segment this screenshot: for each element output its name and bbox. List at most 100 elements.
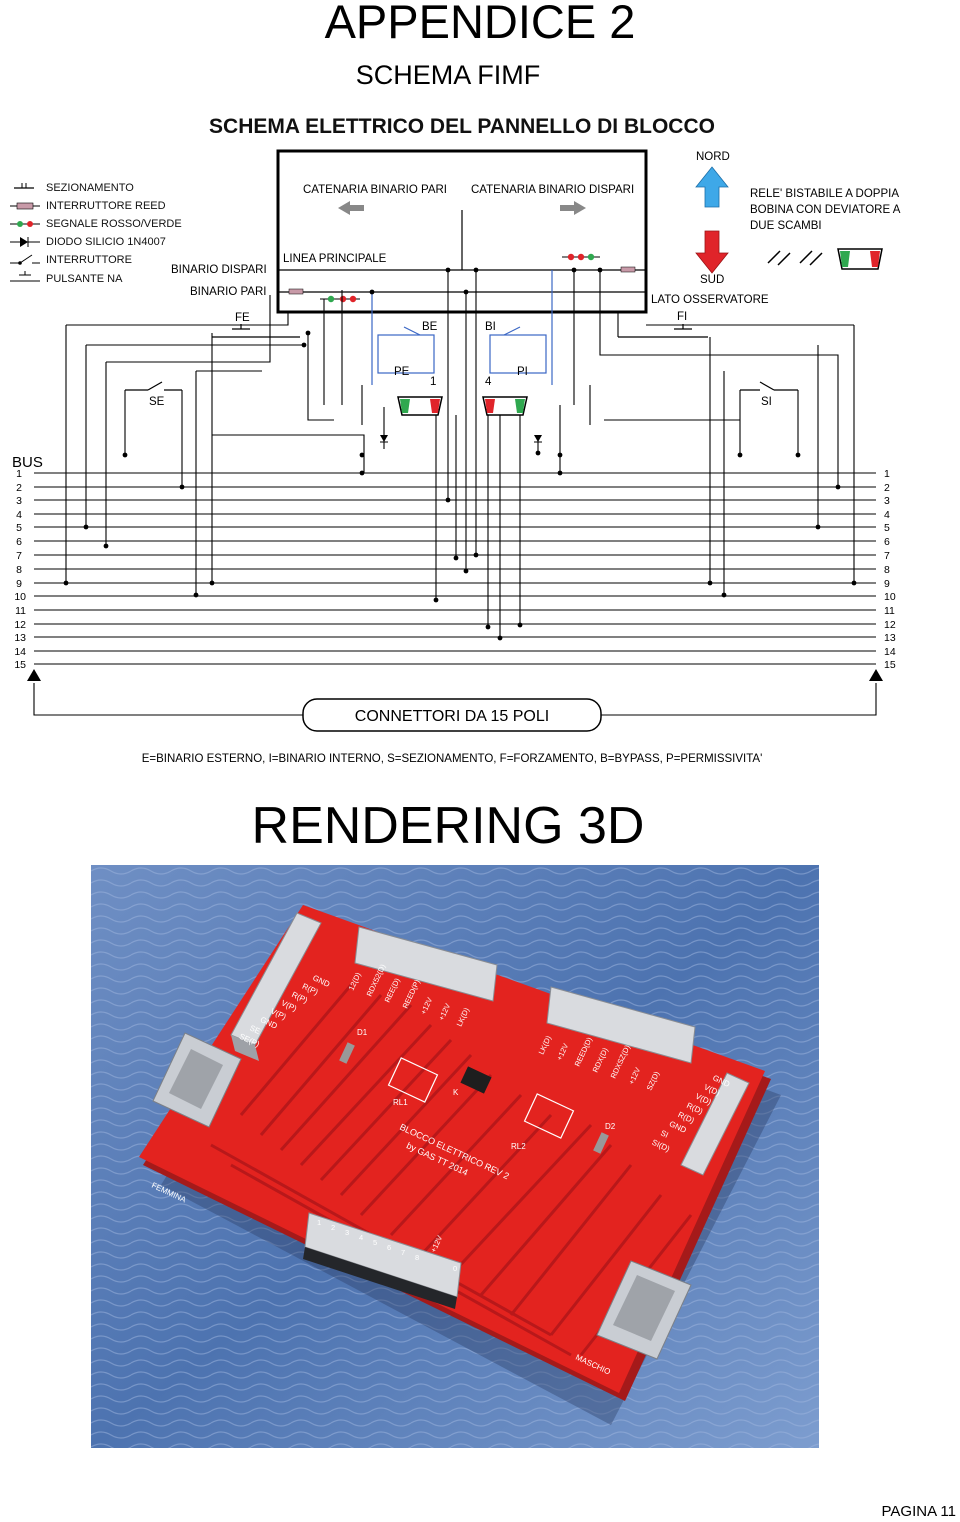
- right-terminal-block: [680, 1072, 750, 1176]
- bus-number: 7: [16, 550, 22, 562]
- legend-item: SEGNALE ROSSO/VERDE: [46, 218, 182, 230]
- legend-item: SEZIONAMENTO: [46, 182, 134, 194]
- pushbutton-icon: [10, 271, 40, 282]
- relay-coil-icon: [837, 248, 883, 270]
- switch-icon: [10, 254, 40, 265]
- silk-label: 1: [317, 1218, 321, 1227]
- page-number: PAGINA 11: [881, 1503, 956, 1520]
- bus-number: 2: [884, 482, 890, 494]
- relay-wiring-left: [371, 292, 435, 385]
- relay-wiring-right: [489, 270, 553, 385]
- bus-number: 7: [884, 550, 890, 562]
- bus-number: 5: [16, 522, 22, 534]
- db15-connector-left: [152, 1032, 242, 1128]
- pcb-traces: [210, 984, 693, 1357]
- binario-dispari-label: BINARIO DISPARI: [171, 264, 267, 276]
- catenaria-pari-label: CATENARIA BINARIO PARI: [303, 184, 447, 196]
- relay-switches-icon: [767, 250, 823, 266]
- legend-item: PULSANTE NA: [46, 273, 123, 285]
- lato-osservatore-label: LATO OSSERVATORE: [651, 294, 769, 306]
- silk-label: 6: [387, 1243, 391, 1252]
- rele-label-line1: RELE' BISTABILE A DOPPIA: [750, 188, 899, 200]
- diode-d2: [593, 1132, 609, 1154]
- bottom-terminal-block: [303, 1212, 462, 1309]
- rele-label-line2: BOBINA CON DEVIATORE A: [750, 204, 901, 216]
- silk-label: RL2: [511, 1142, 526, 1151]
- left-terminal-block: [230, 912, 322, 1061]
- catenaria-dispari-label: CATENARIA BINARIO DISPARI: [471, 184, 634, 196]
- junction-dots: [63, 267, 857, 641]
- signal-lamps-right: [562, 253, 600, 261]
- bus-number: 1: [884, 468, 890, 480]
- bus-number: 5: [884, 522, 890, 534]
- sezionamento-icon: [14, 183, 34, 189]
- rele-label-line3: DUE SCAMBI: [750, 220, 822, 232]
- bus-number: 10: [884, 591, 896, 603]
- db15-connector-right: [596, 1260, 692, 1360]
- silk-label: 0: [453, 1264, 457, 1273]
- se-label: SE: [149, 396, 165, 408]
- bus-number: 8: [884, 564, 890, 576]
- silk-label: SI: [659, 1128, 670, 1139]
- relay-coil-right: [482, 396, 528, 416]
- vertical-wires: [33, 270, 877, 716]
- fe-label: FE: [235, 312, 250, 324]
- bus-number: 14: [14, 646, 26, 658]
- si-label: SI: [761, 396, 772, 408]
- render-title: RENDERING 3D: [251, 797, 645, 855]
- legend-item: INTERRUTTORE: [46, 254, 132, 266]
- bus-number: 8: [16, 564, 22, 576]
- fi-label: FI: [677, 311, 687, 323]
- schema-footnote: E=BINARIO ESTERNO, I=BINARIO INTERNO, S=…: [142, 753, 763, 765]
- connector-box: CONNETTORI DA 15 POLI: [302, 698, 602, 732]
- silk-label: 2: [331, 1223, 335, 1232]
- se-switch: [125, 381, 182, 391]
- bus-number: 12: [884, 619, 896, 631]
- page-title: APPENDICE 2: [324, 0, 636, 48]
- bi-label: BI: [485, 321, 496, 333]
- page-subtitle: SCHEMA FIMF: [355, 60, 541, 90]
- bus-number: 12: [14, 619, 26, 631]
- be-label: BE: [422, 321, 438, 333]
- wiring-schematic: SCHEMA ELETTRICO DEL PANNELLO DI BLOCCO …: [10, 115, 901, 765]
- bus-number: 15: [884, 659, 896, 671]
- bus-number: 9: [884, 578, 890, 590]
- pe-label: PE: [394, 366, 410, 378]
- bus-number: 10: [14, 591, 26, 603]
- silk-label: 7: [401, 1248, 405, 1257]
- schema-title: SCHEMA ELETTRICO DEL PANNELLO DI BLOCCO: [209, 115, 715, 138]
- ic-socket: [460, 1066, 492, 1094]
- silk-label: 5: [373, 1238, 377, 1247]
- signal-red-green-icon: [10, 221, 40, 227]
- diode-d1: [339, 1042, 355, 1064]
- bus-number: 6: [16, 536, 22, 548]
- binario-pari-label: BINARIO PARI: [190, 286, 266, 298]
- track-panel-box: [276, 149, 648, 314]
- silk-label: D2: [605, 1122, 616, 1131]
- legend: SEZIONAMENTO INTERRUTTORE REED SEGNALE R…: [10, 182, 182, 285]
- bus-numbers-right: 1 2 3 4 5 6 7 8 9 10 11 12 13 14 15: [884, 468, 896, 671]
- reed-switch-icon: [10, 202, 40, 210]
- bus-number: 13: [14, 632, 26, 644]
- silk-label: 8: [415, 1253, 419, 1262]
- linea-principale-label: LINEA PRINCIPALE: [283, 253, 387, 265]
- one-label: 1: [430, 376, 436, 388]
- bus-number: 6: [884, 536, 890, 548]
- bus-number: 9: [16, 578, 22, 590]
- bus-number: 4: [16, 509, 22, 521]
- bus-number: 11: [884, 605, 895, 617]
- left-arrow-icon: [338, 201, 364, 215]
- bus-number: 2: [16, 482, 22, 494]
- bus-number: 15: [14, 659, 26, 671]
- bus-number: 1: [16, 468, 22, 480]
- top-terminal-block: [354, 926, 498, 1002]
- legend-item: INTERRUTTORE REED: [46, 200, 166, 212]
- signal-lamps-left: [320, 295, 360, 303]
- bus-number: 3: [884, 495, 890, 507]
- silk-label: 3: [345, 1228, 349, 1237]
- silk-label: K: [453, 1088, 459, 1097]
- bus-numbers-left: 1 2 3 4 5 6 7 8 9 10 11 12 13 14 15: [14, 468, 26, 671]
- south-arrow-icon: [695, 230, 729, 274]
- bus-number: 3: [16, 495, 22, 507]
- diode-icon: [10, 237, 40, 247]
